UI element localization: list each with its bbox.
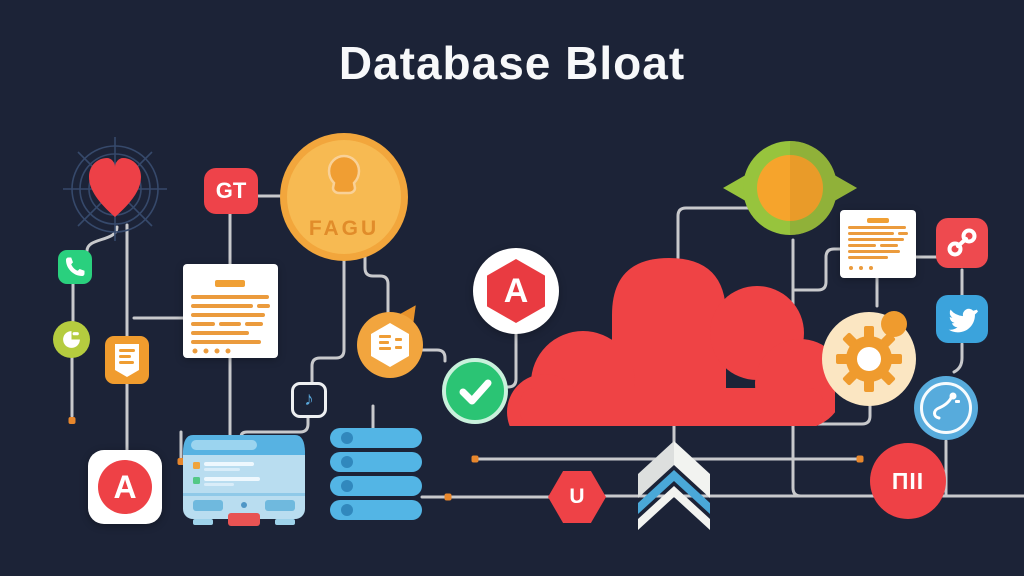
eye-icon — [723, 141, 857, 235]
music-note-icon: ♪ — [291, 382, 327, 418]
gt-label: GT — [215, 178, 247, 203]
faq-avatar-badge: FAGU — [280, 133, 408, 261]
chain-link-icon — [936, 218, 988, 268]
u-hex-label: U — [569, 485, 585, 508]
check-icon — [442, 358, 508, 424]
music-note-glyph: ♪ — [304, 389, 314, 410]
pie-chart-icon — [53, 321, 90, 358]
document-panel-left — [183, 264, 278, 358]
person-silhouette-icon — [327, 154, 361, 195]
nii-badge: ПII — [870, 443, 946, 519]
avatar-a-badge: A — [88, 450, 162, 524]
server-stack-icon — [330, 428, 422, 520]
page-title: Database Bloat — [338, 37, 686, 89]
heart-icon — [89, 158, 141, 217]
bookmark-document-icon — [105, 336, 149, 384]
hex-document-icon — [357, 312, 423, 378]
nii-label: ПII — [891, 467, 925, 494]
document-panel-right — [840, 210, 916, 278]
terminal-icon — [183, 435, 305, 526]
gt-badge: GT — [204, 168, 258, 214]
database-cloud — [507, 258, 835, 426]
avatar-a-label: A — [113, 468, 137, 505]
phone-icon — [58, 250, 92, 284]
chevron-badge — [638, 441, 710, 530]
target-heart-icon — [63, 137, 167, 241]
faqu-label: FAGU — [308, 217, 380, 240]
angular-badge: A — [473, 248, 559, 334]
key-icon — [914, 376, 978, 440]
connector-endpoint-dots — [68, 417, 864, 501]
angular-a-label: A — [503, 271, 529, 310]
twitter-icon — [936, 295, 988, 343]
gear-icon — [822, 311, 916, 406]
